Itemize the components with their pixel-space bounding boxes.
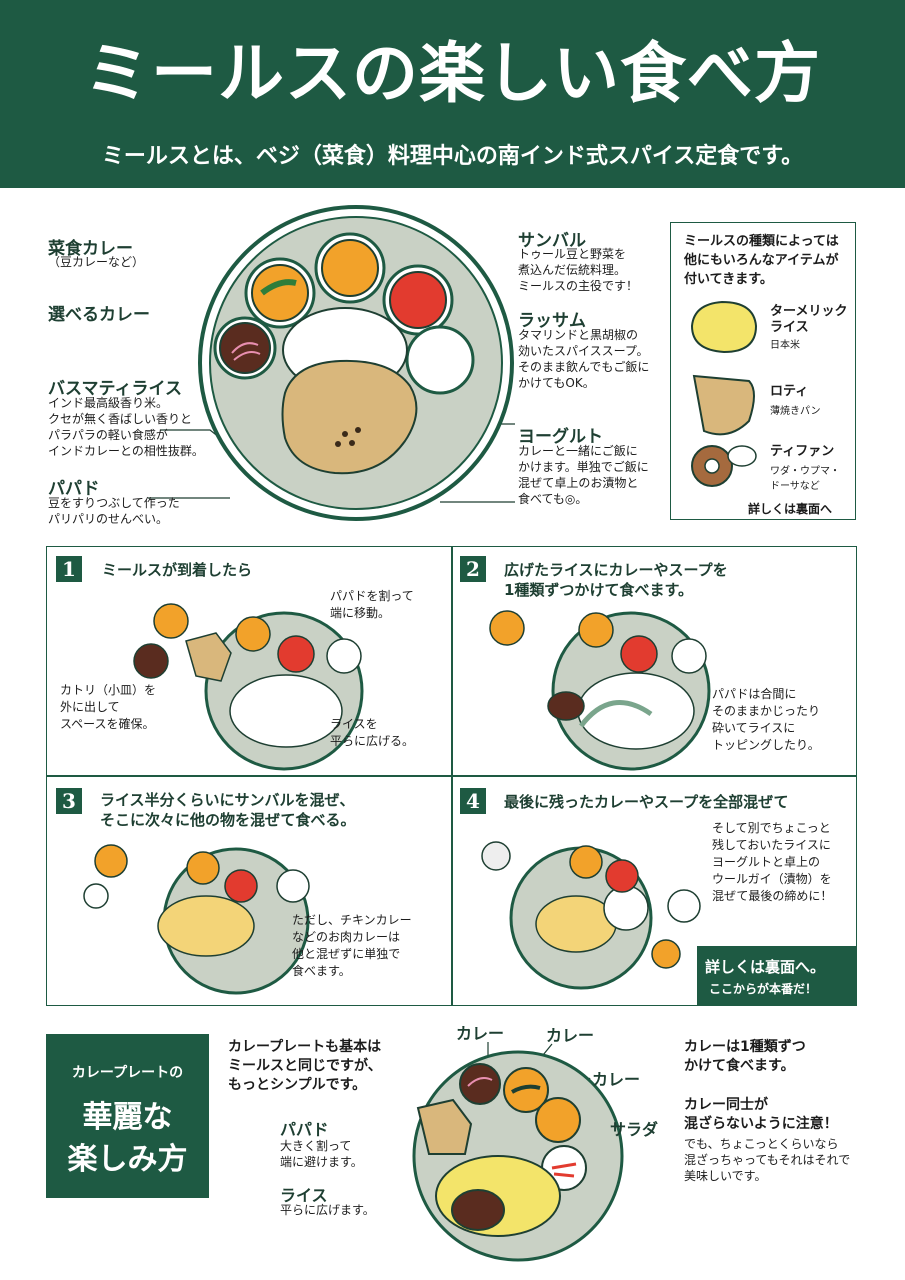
extra-items-box [670,222,856,520]
extra-items-intro: ミールスの種類によっては 他にもいろんなアイテムが 付いてきます。 [684,234,839,287]
label-papad: パパド [48,479,100,499]
page-subtitle: ミールスとは、ベジ（菜食）料理中心の南インド式スパイス定食です。 [101,144,804,169]
curry-plate-box-big1: 華麗な [82,1100,173,1135]
step-4-note: そして別でちょこっと 残しておいたライスに ヨーグルトと卓上の ウールガイ（漬物… [712,821,833,903]
steps-illustrations [83,603,711,995]
step-2-title: 広げたライスにカレーやスープを 1種類ずつかけて食べます。 [504,561,728,599]
step-1-number: 1 [56,556,82,582]
extra-items-icons [690,300,758,487]
curry-tip-1: カレーは1種類ずつ かけて食べます。 [684,1039,806,1074]
curry-rice-desc: 平らに広げます。 [280,1203,375,1217]
extra-item-roti-sub: 薄焼きパン [770,406,821,417]
curry-plate-box-small: カレープレートの [71,1065,184,1081]
extra-item-tiffin-sub: ワダ・ウプマ・ ドーサなど [770,466,840,492]
step-1-title: ミールスが到着したら [102,561,253,579]
step-1-note-rice: ライスを 平らに広げる。 [330,717,415,748]
curry-label-2: カレー [546,1026,595,1045]
callout-line-1: 詳しくは裏面へ。 [705,958,826,976]
desc-basmati-rice: インド最高級香り米。 クセが無く香ばしい香りと パラパラの軽い食感が インドカレ… [48,396,204,458]
back-page-callout: 詳しくは裏面へ。 ここからが本番だ！ [697,946,857,1006]
label-sambar: サンバル [518,231,586,251]
curry-tip-3: でも、ちょこっとくらいなら 混ざっちゃってもそれはそれで 美味しいです。 [684,1137,851,1183]
curry-rice-label: ライス [280,1186,328,1205]
step-4-title: 最後に残ったカレーやスープを全部混ぜて [504,793,789,811]
step-4-number: 4 [460,788,486,814]
label-basmati-rice: バスマティライス [48,379,182,399]
extra-item-roti: ロティ [770,384,809,399]
step-2-number: 2 [460,556,486,582]
label-choice-curry: 選べるカレー [48,305,150,325]
label-veg-curry: 菜食カレー [48,239,133,259]
salad-label: サラダ [610,1120,659,1139]
curry-papad-label: パパド [280,1120,329,1139]
curry-plate-box: カレープレートの 華麗な 楽しみ方 [46,1034,209,1198]
extra-item-turmeric-rice: ターメリック ライス [770,304,848,335]
desc-yogurt: カレーと一緒にご飯に かけます。単独でご飯に 混ぜて卓上のお漬物と 食べても◎。 [518,444,649,506]
extra-item-turmeric-rice-sub: 日本米 [770,340,800,351]
step-1-note-papad: パパドを割って 端に移動。 [330,589,414,620]
page-title: ミールスの楽しい食べ方 [84,34,821,112]
grid-divider-horizontal [46,775,857,777]
curry-label-3: カレー [592,1070,641,1089]
curry-plate-intro: カレープレートも基本は ミールスと同じですが、 もっとシンプルです。 [228,1039,382,1093]
curry-label-1: カレー [456,1024,505,1043]
main-plate-illustration [148,205,515,521]
desc-sambar: トゥール豆と野菜を 煮込んだ伝統料理。 ミールスの主役です！ [518,247,639,293]
curry-papad-desc: 大きく割って 端に避けます。 [280,1139,363,1169]
desc-veg-curry: （豆カレーなど） [48,255,145,269]
label-yogurt: ヨーグルト [518,427,603,447]
desc-rasam: タマリンドと黒胡椒の 効いたスパイススープ。 そのまま飲んでもご飯に かけてもO… [518,328,650,390]
label-rasam: ラッサム [518,311,586,331]
step-3-title: ライス半分くらいにサンバルを混ぜ、 そこに次々に他の物を混ぜて食べる。 [100,791,356,829]
callout-line-2: ここからが本番だ！ [709,982,818,996]
curry-tip-2: カレー同士が 混ざらないように注意！ [684,1097,838,1132]
step-1-note-katori: カトリ（小皿）を 外に出して スペースを確保。 [60,683,157,731]
extra-item-tiffin: ティファン [770,444,835,459]
desc-papad: 豆をすりつぶして作った パリパリのせんべい。 [48,496,180,526]
curry-plate-box-big2: 楽しみ方 [67,1142,188,1177]
curry-plate-illustration [412,1042,624,1262]
step-2-note: パパドは合間に そのままかじったり 砕いてライスに トッピングしたり。 [712,687,821,752]
header-banner [0,0,905,188]
see-back-link: 詳しくは裏面へ [748,502,833,516]
step-3-note: ただし、チキンカレー などのお肉カレーは 他と混ぜずに単独で 食べます。 [292,913,412,978]
step-3-number: 3 [56,788,82,814]
